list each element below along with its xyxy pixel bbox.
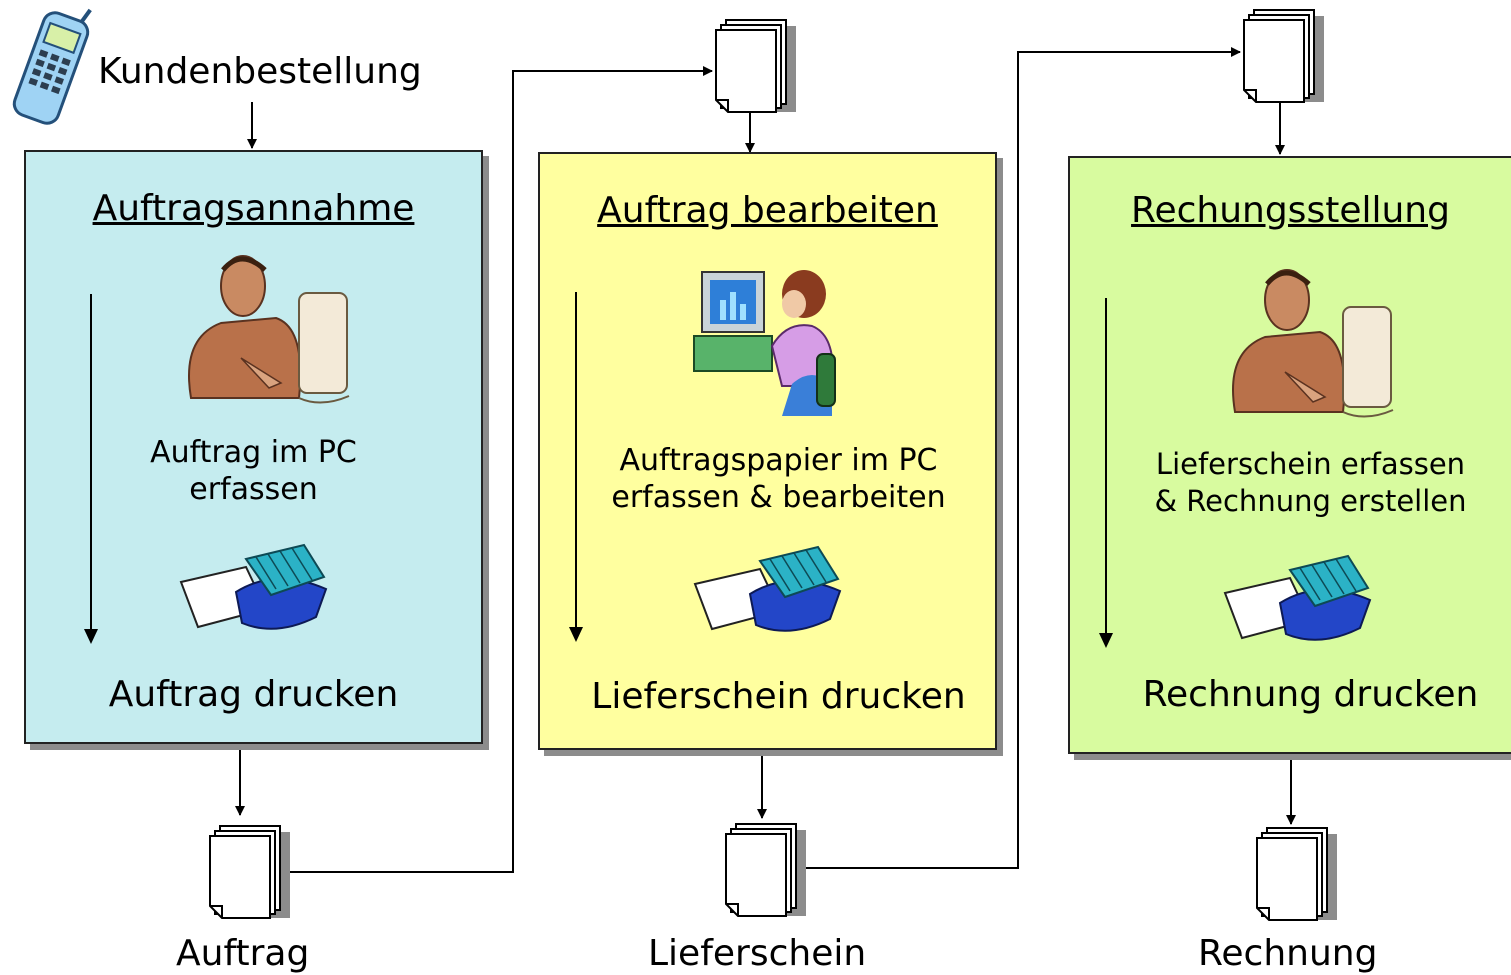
- document-stack-icon: [1253, 824, 1345, 928]
- arrow-doc1-to-doc2top: [288, 66, 713, 873]
- document-stack-icon: [1240, 6, 1332, 110]
- process-direction-arrow: [84, 294, 98, 644]
- printer-icon: [690, 539, 850, 639]
- stage-box-invoicing: Rechungsstellung Lieferschein erfassen &…: [1068, 156, 1511, 754]
- stage-title: Auftrag bearbeiten: [597, 190, 938, 231]
- office-worker-icon: [1225, 262, 1395, 422]
- document-stack-icon: [712, 16, 804, 120]
- woman-at-computer-icon: [692, 266, 842, 416]
- office-worker-icon: [181, 248, 351, 408]
- printer-icon: [1220, 548, 1380, 648]
- process-direction-arrow: [1099, 298, 1113, 648]
- stage-title: Rechungsstellung: [1131, 190, 1450, 231]
- stage-title: Auftragsannahme: [92, 188, 415, 229]
- document-stack-icon: [206, 822, 298, 926]
- mobile-phone-icon: [8, 6, 94, 130]
- stage-footer: Auftrag drucken: [108, 674, 399, 715]
- document-label-delivery-note: Lieferschein: [648, 933, 867, 974]
- stage-description: Lieferschein erfassen & Rechnung erstell…: [1154, 447, 1467, 518]
- document-label-order: Auftrag: [176, 933, 310, 974]
- stage-description: Auftragspapier im PC erfassen & bearbeit…: [611, 443, 946, 515]
- stage-footer: Rechnung drucken: [1142, 674, 1479, 715]
- stage-box-process-order: Auftrag bearbeiten Auftragspapier im PC …: [538, 152, 997, 750]
- process-direction-arrow: [569, 292, 583, 642]
- stage-footer: Lieferschein drucken: [591, 676, 966, 717]
- stage-box-order-intake: Auftragsannahme Auftrag im PC erfassen A…: [24, 150, 483, 744]
- printer-icon: [176, 537, 336, 637]
- customer-order-label: Kundenbestellung: [98, 51, 422, 92]
- arrow-doc2-to-doc3top: [800, 47, 1241, 869]
- document-stack-icon: [722, 820, 814, 924]
- stage-description: Auftrag im PC erfassen: [150, 435, 357, 507]
- document-label-invoice: Rechnung: [1198, 933, 1378, 974]
